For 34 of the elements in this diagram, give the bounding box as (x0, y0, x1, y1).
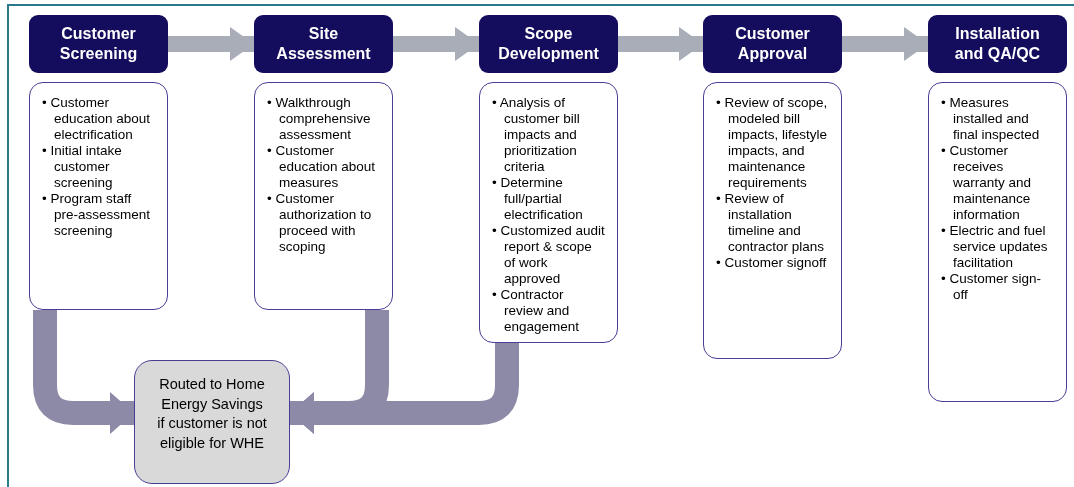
step-header: Customer Approval (703, 15, 842, 73)
flow-arrow (33, 310, 134, 434)
step-card (29, 82, 168, 310)
step-card (479, 82, 618, 343)
bullet-item: • Measures installed and final inspected (941, 95, 1041, 143)
bullet-item: • Customer authorization to proceed with scoping (267, 191, 373, 255)
step-header: Installation and QA/QC (928, 15, 1067, 73)
bullet-item: • Customer sign-off (941, 271, 1042, 303)
step-header: Site Assessment (254, 15, 393, 73)
flow-arrow (393, 27, 479, 61)
step-card (254, 82, 393, 310)
bullet-item: • Review of installation timeline and contractor plans (716, 191, 826, 255)
step-header: Customer Screening (29, 15, 168, 73)
step-card (928, 82, 1067, 402)
bullet-item: • Electric and fuel service updates facilitation (941, 223, 1049, 271)
bullet-item: • Customer signoff (716, 255, 828, 271)
bullet-item: • Analysis of customer bill impacts and prioritization criteria (492, 95, 581, 175)
outcome-box (134, 360, 290, 484)
outcome-text: Routed to Home Energy Savings if customer is not eligible for WHE (157, 375, 267, 453)
bullet-item: • Program staff pre-assessment screening (42, 191, 152, 239)
bullet-item: • Customized audit report & scope of work approved (492, 223, 605, 287)
flow-arrow (618, 27, 703, 61)
bullet-item: • Walkthrough comprehensive assessment (267, 95, 372, 143)
bullet-item: • Customer education about measures (267, 143, 377, 191)
step-header: Scope Development (479, 15, 618, 73)
bullet-item: • Initial intake customer screening (42, 143, 123, 191)
bullet-item: • Determine full/partial electrification (492, 175, 584, 223)
flow-arrow (842, 27, 928, 61)
flow-arrow (168, 27, 254, 61)
bullet-item: • Contractor review and engagement (492, 287, 581, 335)
bullet-item: • Review of scope, modeled bill impacts, lifestyle impacts, and maintenance requirements (716, 95, 829, 191)
step-card (703, 82, 842, 359)
bullet-item: • Customer education about electrification (42, 95, 152, 143)
bullet-item: • Customer receives warranty and maintenance information (941, 143, 1033, 223)
